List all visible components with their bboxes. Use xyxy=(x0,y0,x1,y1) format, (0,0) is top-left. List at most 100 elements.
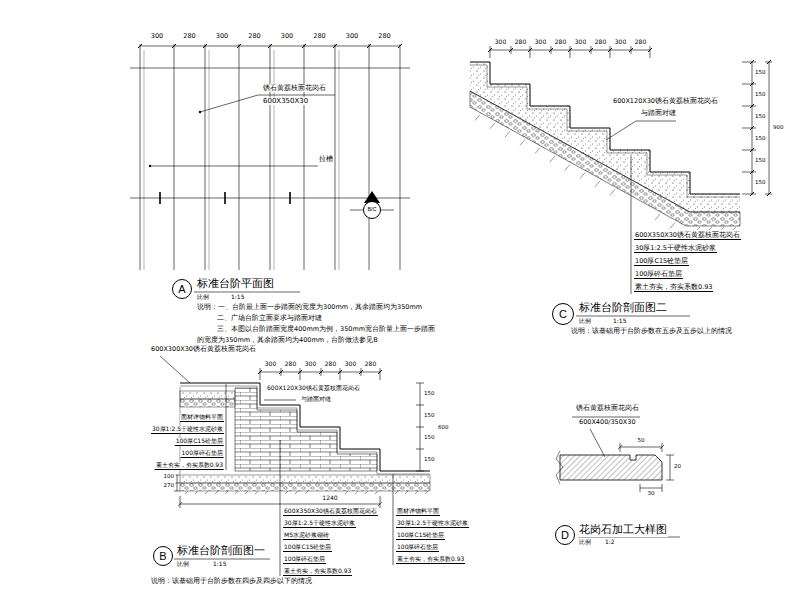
dimension-text: 900 xyxy=(772,124,785,130)
bubble-text: B xyxy=(159,551,166,562)
dimension-line xyxy=(742,62,772,194)
break-line xyxy=(556,451,563,484)
dimension-text: 30 xyxy=(647,490,656,496)
brick-masonry xyxy=(235,388,377,471)
dimension-text: 280 xyxy=(554,39,567,46)
layer-callout: 100厚C15砼垫层 xyxy=(634,258,689,266)
granite-profile xyxy=(560,455,662,480)
layer-callout: 100厚碎石垫层 xyxy=(181,450,224,458)
detail-bubble: B xyxy=(153,546,173,566)
dimension-line xyxy=(490,46,650,58)
dimension-text: 20 xyxy=(673,463,682,469)
bubble-text: A xyxy=(178,284,185,295)
dimension-text: 300 xyxy=(264,361,277,368)
dimension-text: 280 xyxy=(284,361,297,368)
dimension-text: 300 xyxy=(534,39,547,46)
gravel-layer xyxy=(180,399,235,407)
concrete-edge xyxy=(470,91,740,212)
note-text: 说明：该基础用于台阶步数在四步及四步以下的情况 xyxy=(150,578,313,585)
layer-callout: 30厚1:2.5干硬性水泥砂浆 xyxy=(396,520,469,528)
dimension-text: 300 xyxy=(344,361,357,368)
soil-hatch xyxy=(697,227,736,230)
dimension-text: 150 xyxy=(754,179,767,185)
groove-callout: 拉槽 xyxy=(318,155,334,163)
layer-callout: 100厚碎石垫层 xyxy=(634,271,683,279)
concrete-layer xyxy=(180,391,235,399)
dimension-text: 50 xyxy=(637,437,646,443)
dimension-text: 280 xyxy=(514,39,527,46)
layer-callout: M5水泥砂浆砌砖 xyxy=(283,532,330,540)
section-symbol: B/C xyxy=(363,201,381,219)
title-underline xyxy=(578,537,680,538)
dimension-text: 150 xyxy=(423,390,436,396)
material-callout: 锈石黄荔枝面花岗石 xyxy=(575,405,640,412)
drawing-title: 标准台阶剖面图二 xyxy=(578,302,668,315)
dimension-text: 280 xyxy=(634,39,647,46)
scale-value: 1:15 xyxy=(230,294,245,301)
dimension-text: 280 xyxy=(182,33,196,40)
layer-callout: 100厚C15砼垫层 xyxy=(283,544,332,552)
stair-profile xyxy=(470,62,740,194)
material-callout: 600X400/350X30 xyxy=(578,419,637,426)
title-underline xyxy=(194,292,300,293)
gravel-layer xyxy=(180,483,430,491)
dimension-text: 300 xyxy=(304,361,317,368)
dimension-text: 150 xyxy=(754,135,767,141)
dimension-text: 300 xyxy=(280,33,294,40)
concrete-layer xyxy=(180,475,430,483)
drawing-title: 标准台阶剖面图一 xyxy=(176,545,266,558)
note-text: 说明：一、台阶最上面一步踏面的宽度为300mm，其余踏面均为350mm xyxy=(196,304,423,311)
scale-value: 1:15 xyxy=(612,318,627,325)
layer-callout: 30厚1:2.5干硬性水泥砂浆 xyxy=(151,426,224,434)
detail-bubble: C xyxy=(552,303,574,325)
layer-callout: 100厚碎石垫层 xyxy=(283,556,326,564)
dimension-text: 300 xyxy=(150,33,164,40)
leader-line xyxy=(150,95,335,166)
stone-detail xyxy=(556,417,680,537)
dimension-text: 100 xyxy=(163,473,176,479)
scale-label: 比例 xyxy=(176,561,190,568)
layer-callout: 100厚碎石垫层 xyxy=(396,544,439,552)
dimension-text: 300 xyxy=(494,39,507,46)
dimension-text: 270 xyxy=(163,482,176,488)
groove-line xyxy=(144,50,339,270)
leader-line xyxy=(572,417,640,457)
layer-callout: 100厚C15砼垫层 xyxy=(396,532,445,540)
layer-callout: 30厚1:2.5干硬性水泥砂浆 xyxy=(283,520,356,528)
material-callout: 与踏面对缝 xyxy=(300,396,332,403)
layer-callout: 素土夯实，夯实系数0.93 xyxy=(283,568,352,576)
bubble-text: B/C xyxy=(367,207,376,213)
detail-bubble: A xyxy=(172,279,192,299)
dimension-tick xyxy=(258,370,382,374)
layer-callout: 素土夯实，夯实系数0.93 xyxy=(634,284,713,292)
dimension-text: 150 xyxy=(754,69,767,75)
dimension-text: 150 xyxy=(423,412,436,418)
gravel-layer xyxy=(470,91,740,226)
stone-layer xyxy=(470,65,740,197)
scale-label: 比例 xyxy=(578,539,592,546)
dimension-text: 300 xyxy=(614,39,627,46)
bubble-text: C xyxy=(559,309,567,320)
drawing-title: 花岗石加工大样图 xyxy=(578,524,668,537)
layer-callout: 100厚C15砼垫层 xyxy=(175,438,224,446)
dimension-text: 280 xyxy=(247,33,261,40)
layer-callout: 30厚1:2.5干硬性水泥砂浆 xyxy=(634,245,717,253)
material-callout: 600X120X30锈石黄荔枝面花岗石 xyxy=(612,98,719,105)
material-callout: 600X350X30 xyxy=(262,97,309,105)
step-line xyxy=(140,44,400,270)
dimension-text: 150 xyxy=(754,91,767,97)
leader-dot xyxy=(199,111,201,113)
dimension-text: 300 xyxy=(345,33,359,40)
layer-callout: 素土夯实，夯实系数0.93 xyxy=(155,462,224,470)
dimension-text: 600 xyxy=(437,424,450,430)
layer-callout: 面材详物料平面 xyxy=(396,508,440,516)
note-text: 说明：该基础用于台阶步数在五步及五步以上的情况 xyxy=(570,328,733,335)
scale-value: 1:2 xyxy=(604,539,616,546)
scale-value: 1:15 xyxy=(212,561,227,568)
dimension-text: 280 xyxy=(324,361,337,368)
note-text: 的宽度为350mm，其余踏面均为400mm，台阶做法参见B xyxy=(196,337,379,344)
dimension-text: 150 xyxy=(423,456,436,462)
dimension-text: 280 xyxy=(377,33,391,40)
detail-bubble: D xyxy=(555,525,575,545)
